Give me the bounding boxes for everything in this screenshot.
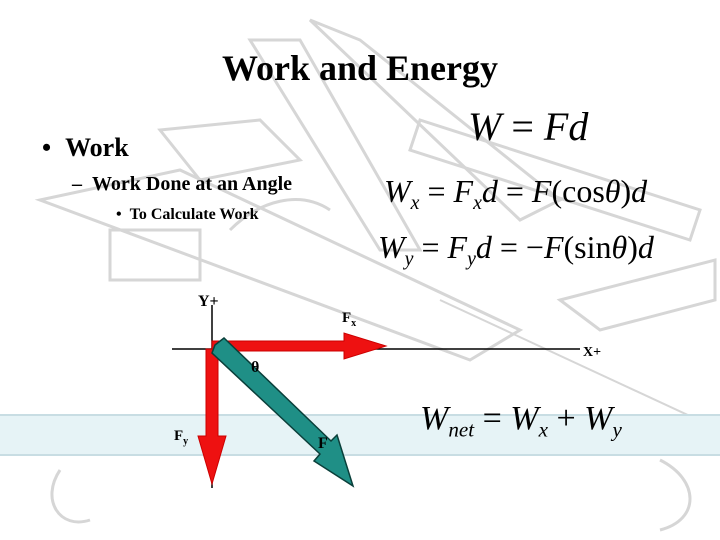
- eqn-w-sub: net: [448, 417, 475, 442]
- eqy-eq2: = −: [491, 229, 544, 265]
- eqx-w: W: [384, 173, 411, 209]
- bullet-work-angle: –Work Done at an Angle: [72, 171, 292, 197]
- theta-label: θ: [251, 359, 259, 376]
- fx-label-sub: x: [351, 318, 356, 329]
- slide-title: Work and Energy: [221, 48, 499, 88]
- resultant-f-arrow: [211, 337, 355, 488]
- equation-work-y: Wy = Fyd = −F(sinθ)d: [378, 226, 654, 280]
- eq-f-symbol: F: [543, 104, 569, 149]
- eqy-w: W: [378, 229, 405, 265]
- eqx-close: ): [620, 173, 632, 209]
- eqx-eq2: =: [497, 173, 532, 209]
- y-axis-label: Y+: [198, 293, 219, 310]
- eqy-theta: θ: [611, 229, 628, 265]
- eqx-d: d: [481, 173, 498, 209]
- eqy-f: F: [447, 229, 468, 265]
- bullet-work-angle-text: Work Done at an Angle: [92, 173, 293, 195]
- eqn-eq: =: [474, 400, 511, 437]
- bullet-marker: •: [42, 133, 52, 162]
- eq-w-symbol: W: [468, 104, 502, 149]
- fy-label-sub: y: [183, 436, 188, 447]
- eqy-sin: (sin: [563, 229, 612, 265]
- equation-work-x: Wx = Fxd = F(cosθ)d: [384, 170, 647, 224]
- eqx-f2: F: [531, 173, 552, 209]
- eqn-wy-sub: y: [612, 417, 622, 442]
- eqn-wy: W: [584, 400, 613, 437]
- eqy-w-sub: y: [404, 247, 414, 270]
- eqx-cos: (cos: [551, 173, 605, 209]
- eqn-w: W: [420, 400, 449, 437]
- dash-marker: –: [72, 173, 82, 195]
- eqy-f2: F: [543, 229, 564, 265]
- fx-label: Fx: [342, 310, 356, 329]
- fy-arrow: [197, 348, 227, 486]
- f-label: F: [318, 435, 328, 452]
- eqn-wx-sub: x: [538, 417, 548, 442]
- eqn-wx: W: [510, 400, 539, 437]
- eqx-eq1: =: [419, 173, 454, 209]
- bullet-work: • Work: [42, 132, 129, 164]
- eqy-eq1: =: [413, 229, 448, 265]
- bullet-marker-small: •: [116, 206, 122, 223]
- eq-d-symbol: d: [568, 104, 589, 149]
- fx-label-main: F: [342, 310, 351, 326]
- eqn-plus: +: [547, 400, 585, 437]
- bullet-calculate-text: To Calculate Work: [129, 206, 259, 223]
- equation-work-net: Wnet = Wx + Wy: [420, 396, 622, 452]
- eqy-d2: d: [637, 229, 654, 265]
- bullet-calculate: • To Calculate Work: [116, 205, 259, 225]
- eqy-f-sub: y: [467, 247, 476, 270]
- bullet-work-text: Work: [65, 133, 129, 162]
- eqx-f-sub: x: [473, 191, 482, 214]
- eqx-w-sub: x: [410, 191, 420, 214]
- eqy-d: d: [475, 229, 492, 265]
- x-axis-label: X+: [583, 345, 601, 360]
- equation-work: W = Fd: [468, 102, 588, 152]
- eqx-d2: d: [631, 173, 648, 209]
- eqx-theta: θ: [604, 173, 621, 209]
- eqy-close: ): [627, 229, 638, 265]
- fy-label: Fy: [174, 428, 188, 447]
- eqx-f: F: [453, 173, 474, 209]
- fy-label-main: F: [174, 428, 183, 444]
- eq-equals: =: [501, 104, 544, 149]
